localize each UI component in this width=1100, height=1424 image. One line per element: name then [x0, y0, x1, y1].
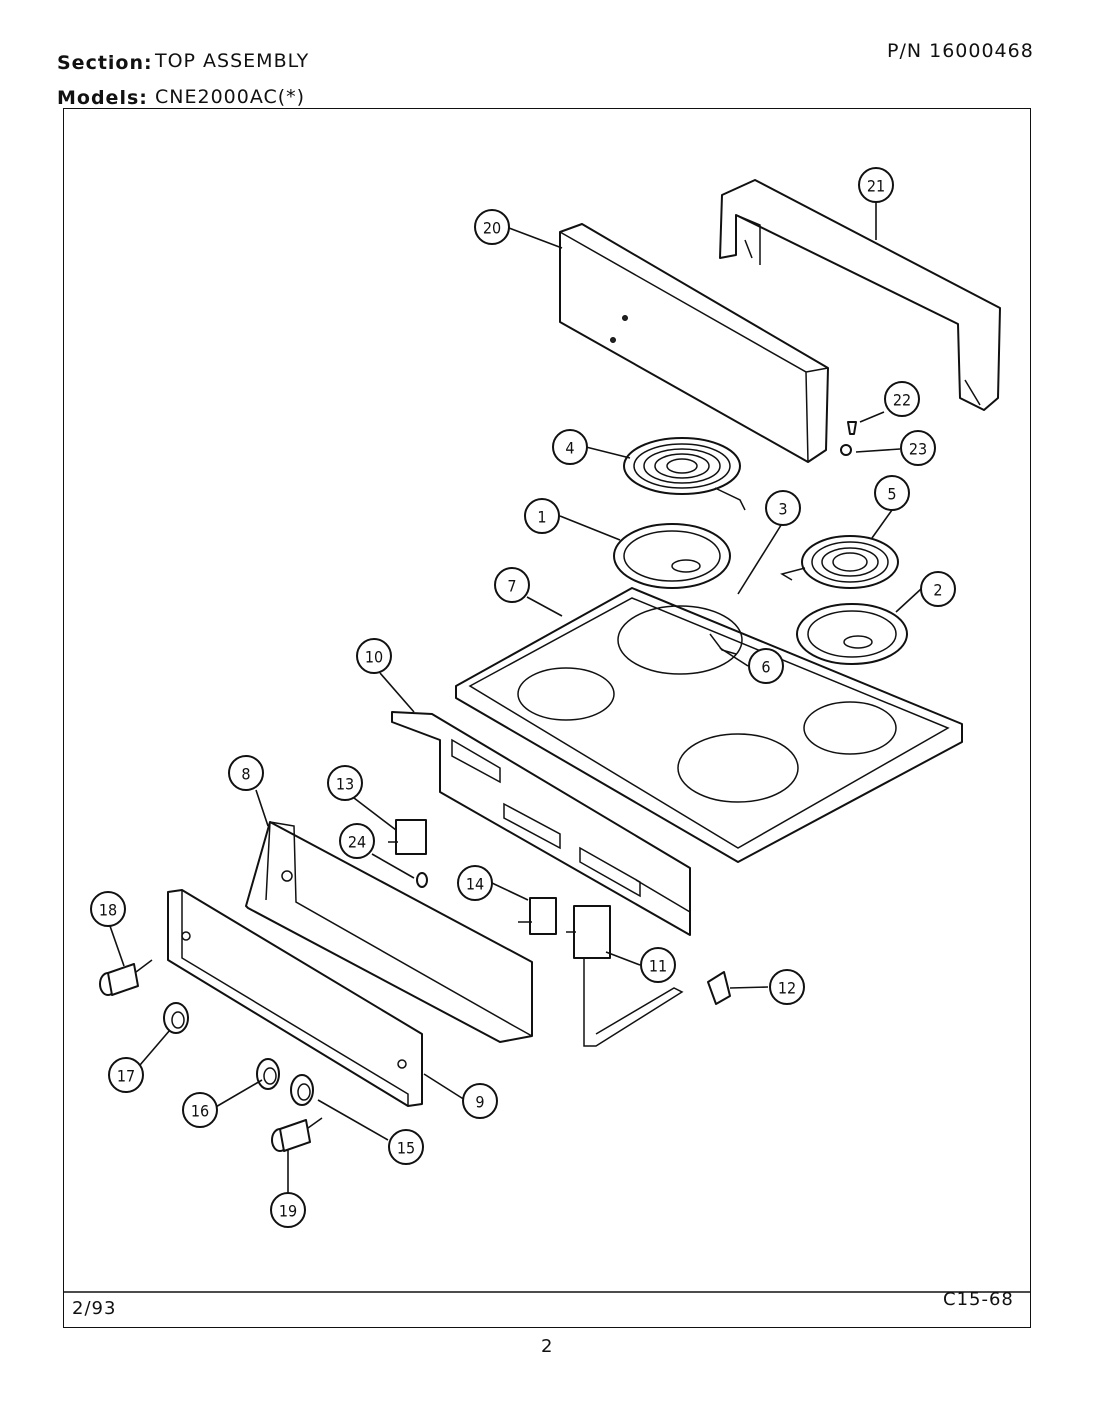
- svg-text:9: 9: [475, 1093, 484, 1112]
- models-value: CNE2000AC(*): [155, 86, 306, 108]
- surface-element-rear-left: [623, 437, 746, 511]
- svg-text:19: 19: [279, 1202, 297, 1221]
- drip-pan-large: [613, 523, 731, 589]
- surface-element-right: [780, 535, 899, 589]
- callout-19: 19: [270, 1192, 306, 1228]
- terminal-block-12: [707, 971, 731, 1005]
- svg-text:13: 13: [336, 775, 354, 794]
- callout-14: 14: [457, 865, 493, 901]
- svg-text:3: 3: [778, 500, 787, 519]
- callout-8: 8: [228, 755, 264, 791]
- callout-6: 6: [748, 648, 784, 684]
- svg-text:18: 18: [99, 901, 117, 920]
- callout-1: 1: [524, 498, 560, 534]
- callout-2: 2: [920, 571, 956, 607]
- callout-24: 24: [339, 823, 375, 859]
- callout-13: 13: [327, 765, 363, 801]
- callout-17: 17: [108, 1057, 144, 1093]
- callout-7: 7: [494, 567, 530, 603]
- knob-trim-17: [163, 1002, 189, 1034]
- drip-pan-small: [796, 603, 908, 665]
- callout-3: 3: [765, 490, 801, 526]
- svg-text:8: 8: [241, 765, 250, 784]
- callout-10: 10: [356, 638, 392, 674]
- svg-text:7: 7: [507, 577, 516, 596]
- callout-15: 15: [388, 1129, 424, 1165]
- svg-text:11: 11: [649, 957, 667, 976]
- callout-11: 11: [640, 947, 676, 983]
- callout-18: 18: [90, 891, 126, 927]
- callout-12: 12: [769, 969, 805, 1005]
- control-panel-bracket: [391, 711, 691, 936]
- knob-trim-15: [290, 1074, 314, 1106]
- knob-trim-16: [256, 1058, 280, 1090]
- callout-20: 20: [474, 209, 510, 245]
- callout-21: 21: [858, 167, 894, 203]
- switch-13: [388, 819, 427, 855]
- footer-code: C15-68: [943, 1289, 1014, 1310]
- svg-text:20: 20: [483, 219, 501, 238]
- svg-text:4: 4: [565, 439, 574, 458]
- callout-22: 22: [884, 381, 920, 417]
- callout-5: 5: [874, 475, 910, 511]
- switch-14: [518, 897, 557, 935]
- knob-18: [99, 959, 153, 996]
- models-label: Models:: [57, 87, 148, 109]
- control-panel-faceplate: [167, 889, 423, 1107]
- svg-text:16: 16: [191, 1102, 209, 1121]
- svg-text:2: 2: [933, 581, 942, 600]
- control-panel-housing: [245, 821, 533, 1043]
- leader-lines: [109, 200, 922, 1193]
- callout-4: 4: [552, 429, 588, 465]
- svg-text:24: 24: [348, 833, 366, 852]
- part-number: P/N 16000468: [887, 40, 1034, 62]
- svg-text:10: 10: [365, 648, 383, 667]
- indicator-light-24: [416, 872, 428, 888]
- diagram-frame: [63, 108, 1031, 1328]
- svg-text:14: 14: [466, 875, 484, 894]
- svg-text:17: 17: [117, 1067, 135, 1086]
- knob-19: [271, 1117, 323, 1152]
- svg-text:12: 12: [778, 979, 796, 998]
- section-title: TOP ASSEMBLY: [155, 50, 310, 72]
- page-number: 2: [541, 1336, 554, 1357]
- screw-22: [847, 421, 857, 435]
- cooktop-main-top: [455, 587, 963, 863]
- callout-16: 16: [182, 1092, 218, 1128]
- callout-23: 23: [900, 430, 936, 466]
- backguard-rear-cover: [719, 179, 1001, 411]
- section-label: Section:: [57, 52, 153, 74]
- callout-9: 9: [462, 1083, 498, 1119]
- svg-text:23: 23: [909, 440, 927, 459]
- svg-text:5: 5: [887, 485, 896, 504]
- svg-text:15: 15: [397, 1139, 415, 1158]
- infinite-switch-11: [566, 905, 684, 1047]
- backguard-panel: [559, 223, 829, 463]
- svg-text:6: 6: [761, 658, 770, 677]
- svg-text:22: 22: [893, 391, 911, 410]
- svg-text:21: 21: [867, 177, 885, 196]
- svg-text:1: 1: [537, 508, 546, 527]
- footer-date: 2/93: [72, 1298, 117, 1319]
- nut-23: [840, 444, 852, 456]
